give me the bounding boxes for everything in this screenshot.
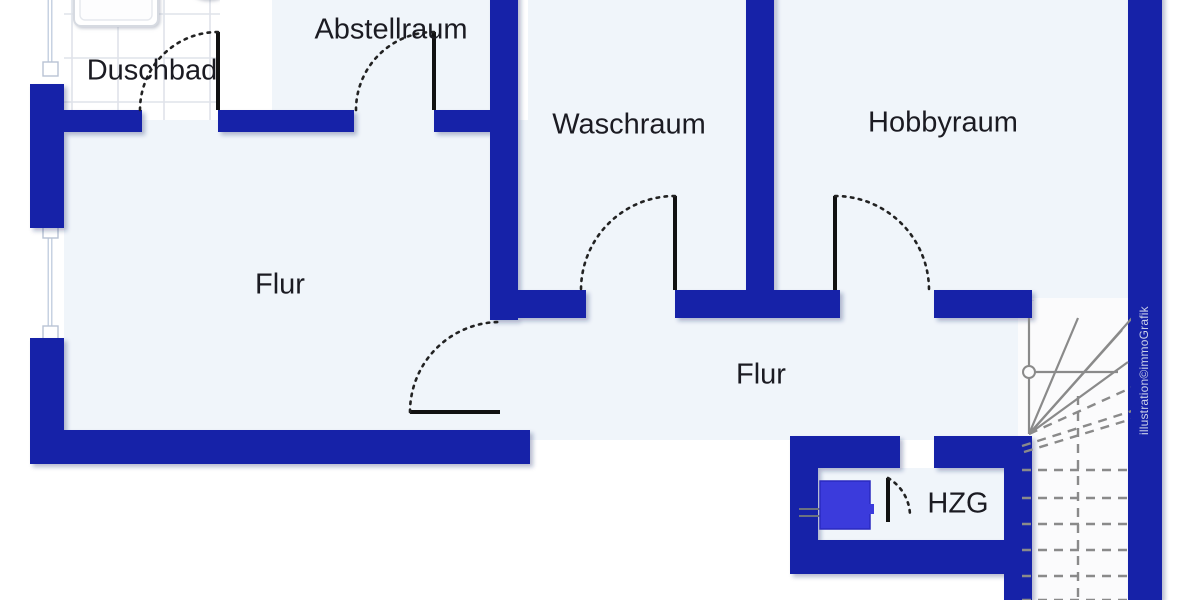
boiler-body [819, 480, 871, 530]
doors-group [138, 30, 931, 522]
room-fill-abstellraum [272, 0, 500, 122]
window-left-upper [42, 0, 59, 77]
wall-right-exterior [1128, 0, 1162, 600]
wall-abstellraum-bottom [434, 110, 506, 132]
bathroom-fixtures [73, 0, 159, 27]
door-abstellraum [354, 30, 436, 112]
stair-dashed-steps [1021, 386, 1131, 600]
wall-left-upper [30, 84, 64, 228]
wall-flur-right-bottom-left [790, 436, 900, 468]
window-group [42, 0, 59, 341]
door-waschraum [579, 194, 677, 292]
wall-duschbad-bottom-right [218, 110, 354, 132]
room-label-flur-left: Flur [255, 269, 305, 301]
wall-vertical-abstellraum-right [490, 0, 518, 320]
stair-winder-lines [1022, 317, 1131, 435]
wall-vertical-waschraum-hobbyraum [746, 0, 774, 300]
door-flur-left [408, 320, 502, 414]
room-label-duschbad: Duschbad [87, 55, 218, 87]
walls-group [30, 0, 1162, 600]
wall-flur-right-bottom-right [934, 436, 1032, 468]
room-fill-stairwell [1018, 298, 1132, 600]
room-label-flur-right: Flur [736, 359, 786, 391]
boiler-nozzle [868, 504, 874, 514]
heating-boiler-icon [799, 480, 874, 530]
room-label-abstellraum: Abstellraum [314, 14, 467, 46]
wall-waschraum-bottom-left [506, 290, 586, 318]
room-label-hobbyraum: Hobbyraum [868, 107, 1018, 139]
bathtub-icon [73, 0, 159, 27]
room-fill-flur-left [64, 120, 530, 440]
room-fill-hobbyraum [776, 0, 1128, 300]
wall-hzg-bottom [790, 540, 1032, 574]
wall-bottom-left [30, 430, 530, 464]
wall-hobbyraum-bottom [934, 290, 1032, 318]
watermark-credit: illustration©immoGrafik [1137, 305, 1151, 435]
wall-waschraum-bottom-right [675, 290, 840, 318]
wall-hzg-left [790, 468, 818, 546]
door-hobbyraum [833, 194, 931, 292]
room-label-hzg: HZG [927, 488, 988, 520]
room-floor-fills [64, 0, 1132, 600]
window-left-lower [42, 223, 59, 341]
wall-stairwell-left-lower [1004, 468, 1032, 600]
staircase [1021, 317, 1131, 600]
door-duschbad [138, 30, 220, 112]
room-label-waschraum: Waschraum [552, 109, 706, 141]
room-fill-flur-right [500, 298, 1032, 440]
wall-duschbad-bottom-left [64, 110, 142, 132]
door-hzg [886, 476, 912, 522]
room-fill-waschraum [528, 0, 746, 300]
room-labels: Duschbad Abstellraum Waschraum Hobbyraum… [87, 14, 1018, 520]
